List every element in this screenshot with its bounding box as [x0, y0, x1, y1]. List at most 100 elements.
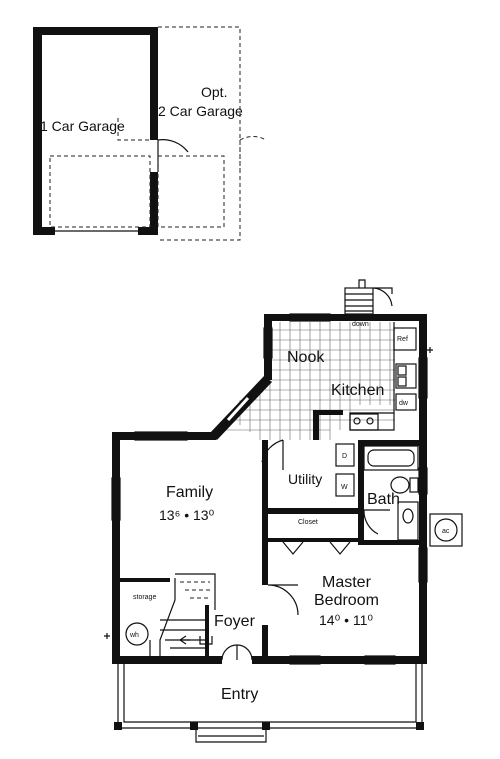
vanity: [397, 501, 419, 541]
wall-kitchen-stub-h: [313, 410, 343, 415]
dryer-label: D: [342, 453, 347, 460]
wall-storage-top: [120, 578, 170, 582]
window-kitchen-right: [418, 357, 428, 399]
master-label-line2: Bedroom: [314, 592, 379, 609]
toilet-tank: [409, 477, 419, 493]
wall-kitchen-stub: [313, 410, 319, 440]
two-car-garage-label: 2 Car Garage: [158, 103, 243, 119]
garage-wall-bottom-right: [138, 227, 158, 235]
refrigerator: [393, 327, 417, 351]
other-fixtures: wh ac: [104, 347, 463, 646]
room-labels: Nook Kitchen Family 13⁶ • 13⁰ Utility Ba…: [133, 349, 400, 703]
master-dimensions: 14⁰ • 11⁰: [319, 612, 373, 628]
washer: [335, 473, 355, 497]
wall-nook-left: [264, 314, 272, 380]
kitchen-tile-grid: [225, 322, 395, 440]
burner-1: [353, 417, 361, 425]
hose-bib-left: [104, 633, 110, 639]
garage-wall-left: [33, 27, 42, 235]
bath-label: Bath: [367, 491, 400, 508]
house-walls: [111, 313, 428, 665]
garage-area: 1 Car Garage Opt. 2 Car Garage: [33, 26, 267, 241]
utility-door-swing: [261, 439, 284, 470]
storage-label: storage: [133, 594, 156, 601]
dw-label: dw: [399, 400, 409, 407]
washer-label: W: [341, 484, 348, 491]
garage-door-dashed: [49, 155, 151, 228]
wall-bath-top: [358, 440, 419, 446]
opt-label: Opt.: [201, 84, 227, 100]
range: [349, 413, 379, 431]
one-car-garage-label: 1 Car Garage: [40, 118, 125, 134]
closet-label: Closet: [298, 519, 318, 526]
garage-wall-bottom-left: [33, 227, 55, 235]
master-door-swing: [267, 584, 299, 616]
sink-bowl-1: [397, 365, 407, 376]
porch-post-4: [416, 722, 424, 730]
burner-2: [366, 417, 374, 425]
window-family-top: [134, 431, 188, 441]
stairs: [149, 573, 216, 656]
stair-down-label: down: [352, 321, 369, 328]
porch-post-1: [114, 722, 122, 730]
wall-left: [112, 432, 120, 664]
window-bottom-1: [289, 655, 321, 665]
garage-wall-right-upper: [150, 27, 158, 140]
ac-label: ac: [442, 528, 450, 535]
wall-right: [419, 314, 427, 664]
wall-closet-top: [262, 508, 360, 514]
foyer-label: Foyer: [214, 613, 256, 630]
ac-unit: [429, 513, 463, 547]
window-nook-top: [289, 313, 331, 322]
wall-master-left: [262, 440, 268, 656]
family-label: Family: [166, 484, 213, 501]
garage-wall-right-lower: [150, 172, 158, 235]
entry-label: Entry: [221, 686, 258, 703]
family-dimensions: 13⁶ • 13⁰: [159, 507, 215, 523]
wall-foyer-left: [205, 605, 209, 656]
kitchen-label: Kitchen: [331, 382, 384, 399]
lavatory: [402, 508, 414, 524]
wall-top: [264, 314, 427, 321]
window-master-right: [418, 547, 428, 583]
opt-garage-step: [117, 118, 150, 141]
wall-family-top: [112, 432, 216, 440]
water-heater: [125, 622, 149, 646]
toilet: [390, 476, 410, 494]
wall-bottom: [112, 656, 427, 664]
opt-garage-door-dashed: [157, 155, 225, 228]
ref-label: Ref: [397, 336, 408, 343]
stair-down-group: down: [344, 279, 393, 328]
porch-post-2: [190, 722, 198, 730]
dishwasher: [395, 393, 417, 411]
closet-bifold-doors: [282, 541, 351, 555]
garage-wall-top: [33, 27, 158, 35]
wall-utility-right: [358, 440, 364, 542]
window-bottom-2: [364, 655, 396, 665]
opt-garage-door-swing: [239, 136, 267, 172]
entry-porch: [114, 664, 424, 743]
window-family-left: [111, 477, 121, 521]
ac-fan: [434, 518, 458, 542]
utility-fixtures: D W: [335, 443, 419, 541]
master-door-opening: [261, 585, 269, 625]
utility-label: Utility: [288, 471, 322, 487]
nook-label: Nook: [287, 349, 325, 366]
bathtub: [363, 445, 419, 471]
wall-closet-bottom: [262, 538, 360, 542]
window-diagonal: [226, 396, 250, 422]
bathtub-inner: [367, 449, 415, 467]
door-swings: [221, 439, 390, 661]
bath-door-swing: [363, 509, 390, 535]
sink-bowl-2: [397, 376, 407, 387]
opt-garage-outline: [158, 26, 241, 241]
window-nook-left: [263, 327, 273, 359]
window-bath-right: [418, 467, 428, 495]
sink: [395, 363, 417, 389]
master-label-line1: Master: [322, 574, 372, 591]
wall-bath-bottom: [358, 540, 419, 545]
wh-label: wh: [129, 632, 139, 639]
porch-post-3: [262, 722, 270, 730]
hose-bib-right: [427, 347, 433, 353]
